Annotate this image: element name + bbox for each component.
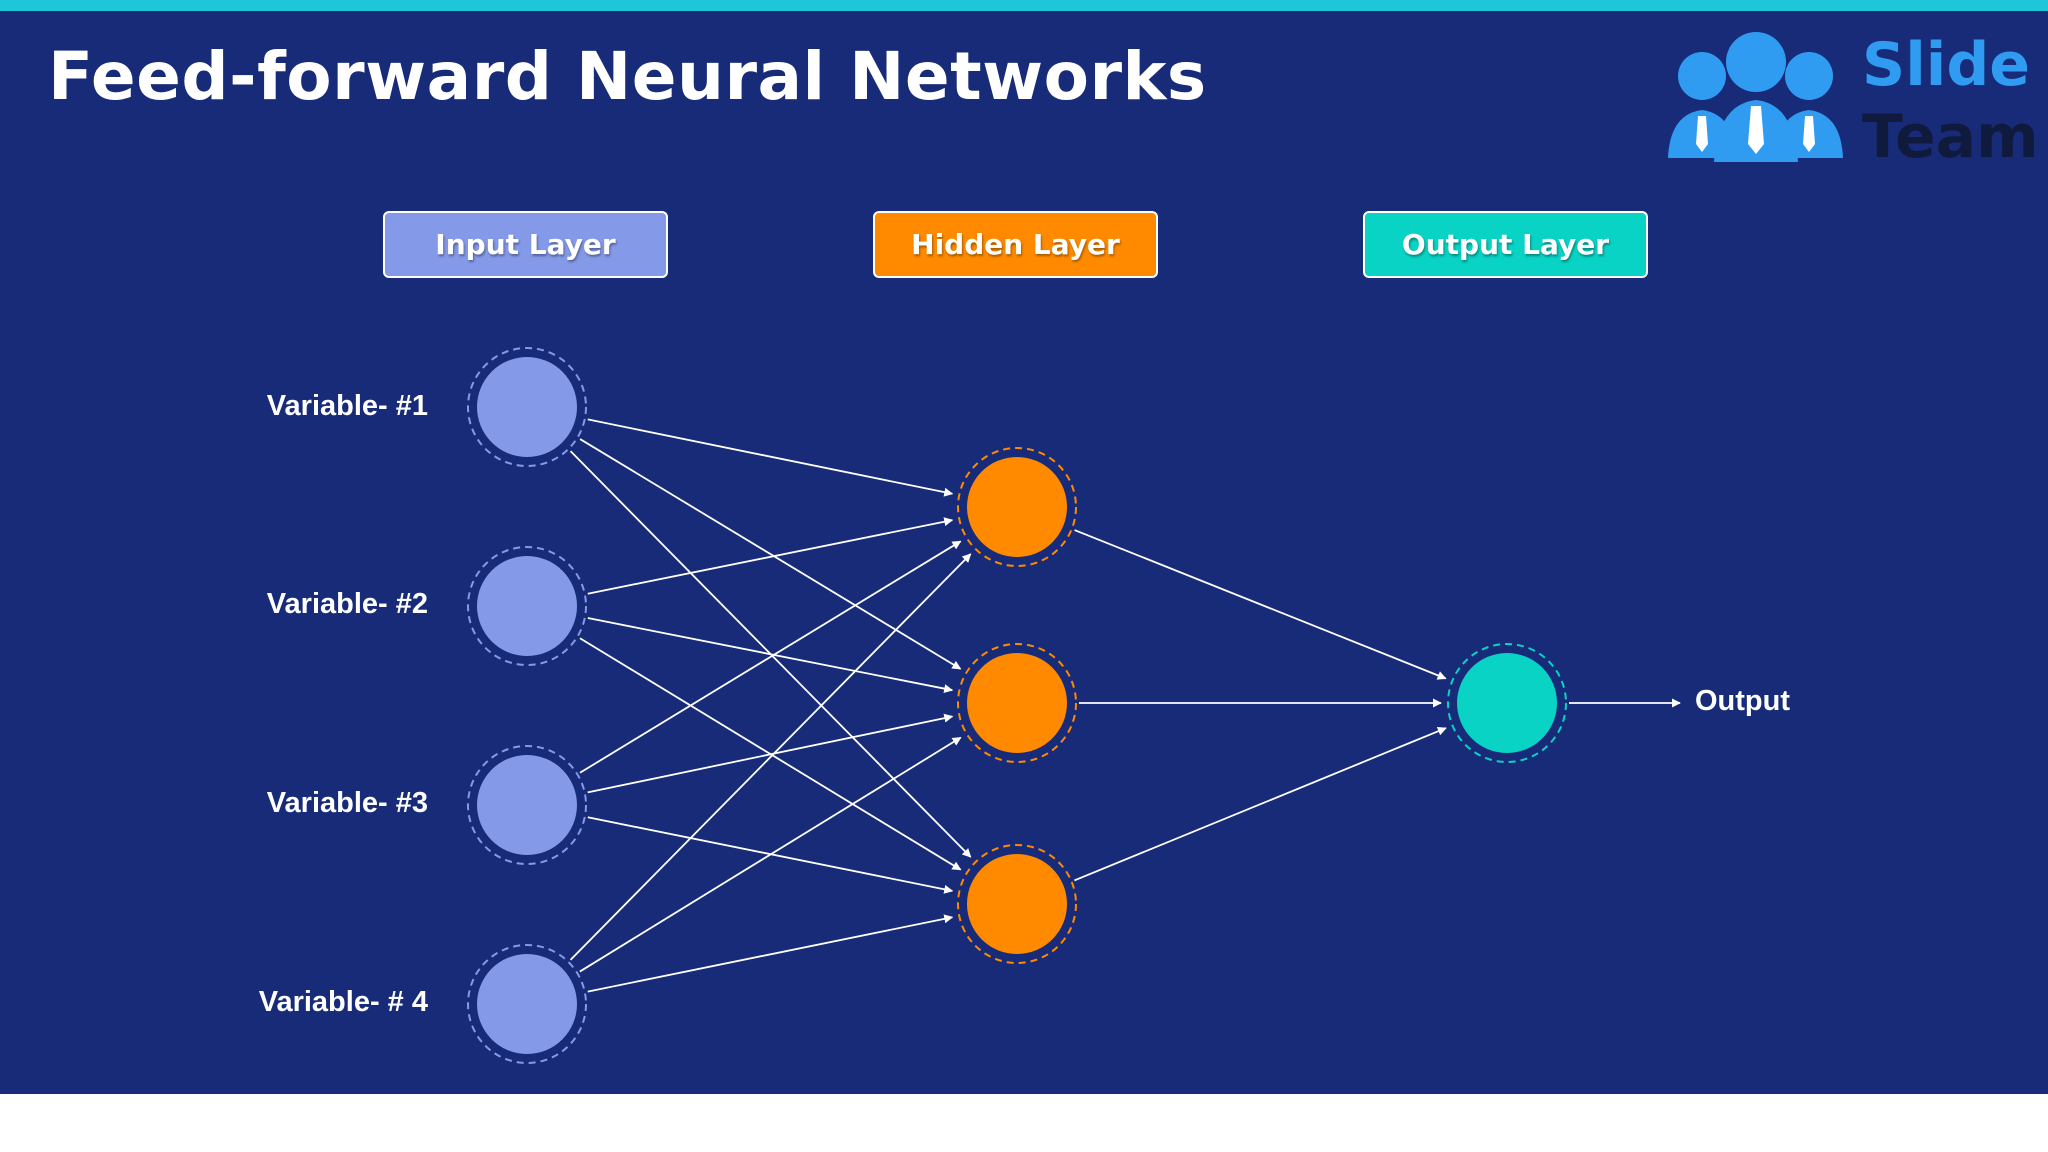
input-node-2 (467, 546, 587, 666)
edge-input-2-hidden-2 (587, 617, 954, 694)
hidden-node-1 (957, 447, 1077, 567)
hidden-layer-label: Hidden Layer (873, 211, 1158, 278)
edge-input-4-hidden-3 (587, 914, 954, 993)
slide: Feed-forward Neural Networks Slide Team … (0, 0, 2048, 1094)
edge-input-1-hidden-2 (579, 438, 962, 670)
output-label: Output (1695, 685, 1791, 717)
variable-label-3: Variable- #3 (266, 787, 428, 819)
hidden-node-2 (957, 643, 1077, 763)
output-layer-label: Output Layer (1363, 211, 1648, 278)
edge-input-3-hidden-2 (587, 713, 954, 794)
logo-slide-text: Slide (1862, 30, 2030, 100)
variable-label-2: Variable- #2 (266, 588, 428, 620)
input-node-4 (467, 944, 587, 1064)
input-layer-label: Input Layer (383, 211, 668, 278)
hidden-node-3 (957, 844, 1077, 964)
input-node-1 (467, 347, 587, 467)
edge-input-4-hidden-2 (579, 736, 962, 973)
input-node-3 (467, 745, 587, 865)
edge-input-1-hidden-1 (587, 418, 954, 497)
slide-title: Feed-forward Neural Networks (48, 38, 1207, 115)
variable-label-1: Variable- #1 (266, 390, 428, 422)
people-group-icon (1668, 32, 1843, 162)
network-diagram (467, 347, 1681, 1064)
accent-bar (0, 0, 2048, 11)
edge-hidden-1-output (1074, 529, 1447, 680)
edge-input-4-hidden-1 (569, 553, 972, 961)
variable-label-4: Variable- # 4 (258, 986, 428, 1018)
edge-input-3-hidden-1 (579, 540, 962, 774)
logo-team-text: Team (1862, 102, 2039, 172)
output-node (1447, 643, 1567, 763)
edge-input-2-hidden-1 (587, 517, 954, 595)
edge-hidden-3-output (1074, 726, 1447, 882)
